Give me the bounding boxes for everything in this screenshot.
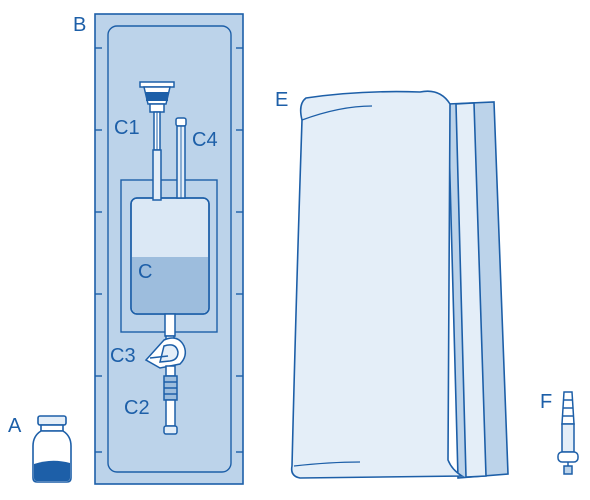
label-overpouch: E bbox=[275, 89, 288, 111]
label-adapter: F bbox=[540, 391, 552, 413]
tubing-clamp-c3 bbox=[144, 337, 187, 369]
luer-connector-c2 bbox=[163, 365, 178, 435]
adapter-f bbox=[557, 391, 579, 475]
label-vial: A bbox=[8, 415, 22, 437]
label-luer-connector: C2 bbox=[124, 397, 150, 419]
label-injection-port: C4 bbox=[192, 129, 218, 151]
spike-port-c1 bbox=[139, 81, 175, 201]
label-spike-port: C1 bbox=[114, 117, 140, 139]
label-tray: B bbox=[73, 14, 86, 36]
label-bag: C bbox=[138, 261, 152, 283]
bag-c bbox=[130, 197, 210, 315]
overpouch-e bbox=[290, 90, 509, 479]
label-tubing-clamp: C3 bbox=[110, 345, 136, 367]
vial-a bbox=[32, 415, 72, 483]
tray-side-notches bbox=[95, 47, 243, 453]
injection-port-c4 bbox=[175, 117, 187, 199]
